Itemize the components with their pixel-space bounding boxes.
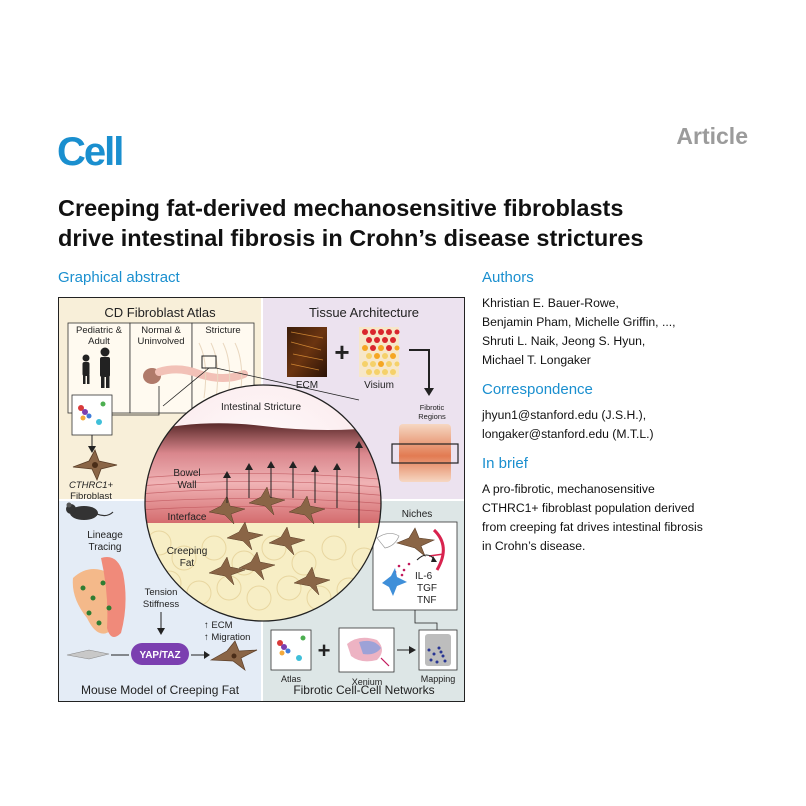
tnf-label: TNF bbox=[417, 595, 436, 606]
atlas-title: CD Fibroblast Atlas bbox=[104, 305, 216, 320]
correspondence-heading: Correspondence bbox=[482, 381, 593, 398]
in-brief-block: In brief A pro-fibrotic, mechanosensitiv… bbox=[482, 456, 762, 556]
mapping-image bbox=[425, 634, 451, 666]
atlas-small-box bbox=[270, 629, 312, 671]
author-line: Michael T. Longaker bbox=[482, 353, 591, 367]
circle-title: Intestinal Stricture bbox=[221, 402, 301, 413]
correspondence-block: Correspondence jhyun1@stanford.edu (J.S.… bbox=[482, 382, 762, 444]
in-brief-line: A pro-fibrotic, mechanosensitive bbox=[482, 482, 655, 496]
upward-arrows bbox=[226, 446, 360, 528]
tissue-title: Tissue Architecture bbox=[309, 305, 419, 320]
authors-heading: Authors bbox=[482, 269, 534, 286]
interface-label: Interface bbox=[168, 512, 207, 523]
atlas-umap-box bbox=[71, 394, 113, 436]
atlas-col1-line1: Pediatric & bbox=[76, 325, 123, 336]
side-column: Authors Khristian E. Bauer-Rowe, Benjami… bbox=[482, 270, 762, 568]
mapping-label: Mapping bbox=[421, 674, 456, 684]
lineage-label-line2: Tracing bbox=[89, 542, 122, 553]
tgf-label: TGF bbox=[417, 583, 437, 594]
creeping-fat-label-line2: Fat bbox=[180, 558, 195, 569]
bowel-wall-label-line1: Bowel bbox=[173, 468, 200, 479]
bowel-wall-label-line2: Wall bbox=[177, 480, 196, 491]
author-line: Khristian E. Bauer-Rowe, bbox=[482, 296, 619, 310]
journal-logo: Cell bbox=[57, 130, 124, 174]
atlas-col2-line1: Normal & bbox=[141, 325, 181, 336]
author-line: Shruti L. Naik, Jeong S. Hyun, bbox=[482, 334, 646, 348]
graphical-abstract-heading: Graphical abstract bbox=[58, 269, 180, 286]
ecm-label: ECM bbox=[296, 380, 318, 391]
visium-image bbox=[359, 327, 399, 377]
tension-label-line2: Stiffness bbox=[143, 599, 180, 610]
umap-scatter bbox=[78, 401, 106, 425]
graphical-abstract-svg: CD Fibroblast Atlas Pediatric & Adult No… bbox=[59, 298, 464, 701]
in-brief-line: CTHRC1+ fibroblast population derived bbox=[482, 501, 695, 515]
ecm-image bbox=[287, 327, 327, 377]
fibroblast-label: Fibroblast bbox=[70, 491, 112, 502]
networks-plus: + bbox=[318, 638, 331, 663]
tension-label-line1: Tension bbox=[145, 587, 178, 598]
atlas-small-scatter bbox=[277, 635, 306, 661]
email-link[interactable]: longaker@stanford.edu (M.T.L.) bbox=[482, 427, 654, 441]
visium-spots bbox=[362, 329, 400, 375]
paper-title: Creeping fat-derived mechanosensitive fi… bbox=[58, 193, 758, 253]
fibrotic-label-line1: Fibrotic bbox=[420, 403, 445, 412]
activated-fibroblast-icon bbox=[209, 640, 258, 671]
xenium-label: Xenium bbox=[352, 677, 383, 687]
visium-label: Visium bbox=[364, 380, 394, 391]
intestine-icon bbox=[143, 365, 248, 384]
atlas-col2-line2: Uninvolved bbox=[138, 336, 185, 347]
email-link[interactable]: jhyun1@stanford.edu (J.S.H.), bbox=[482, 408, 647, 422]
in-brief-heading: In brief bbox=[482, 455, 528, 472]
tissue-plus: + bbox=[334, 337, 349, 367]
in-brief-line: from creeping fat drives intestinal fibr… bbox=[482, 520, 703, 534]
atlas-small-label: Atlas bbox=[281, 674, 302, 684]
graphical-abstract-figure: CD Fibroblast Atlas Pediatric & Adult No… bbox=[58, 297, 465, 702]
cell-grey-icon bbox=[66, 649, 110, 660]
title-line: Creeping fat-derived mechanosensitive fi… bbox=[58, 195, 624, 221]
atlas-col1-line2: Adult bbox=[88, 336, 110, 347]
creeping-fat-label-line1: Creeping bbox=[167, 546, 208, 557]
article-type-label: Article bbox=[676, 123, 748, 149]
lineage-label-line1: Lineage bbox=[87, 530, 123, 541]
xenium-image bbox=[347, 637, 390, 667]
atlas-col3-label: Stricture bbox=[205, 325, 240, 336]
author-line: Benjamin Pham, Michelle Griffin, ..., bbox=[482, 315, 676, 329]
yap-taz-label: YAP/TAZ bbox=[139, 650, 180, 661]
mouse-title: Mouse Model of Creeping Fat bbox=[81, 683, 240, 697]
cthrc1-label: CTHRC1+ bbox=[69, 480, 114, 491]
lineage-tissue-image bbox=[72, 557, 126, 637]
fibrotic-label-line2: Regions bbox=[418, 412, 446, 421]
stricture-fibroblasts bbox=[208, 486, 331, 596]
people-icon bbox=[82, 347, 110, 388]
up-ecm-label: ↑ ECM bbox=[204, 620, 233, 631]
authors-block: Authors Khristian E. Bauer-Rowe, Benjami… bbox=[482, 270, 762, 370]
title-line: drive intestinal fibrosis in Crohn’s dis… bbox=[58, 225, 644, 251]
mouse-icon bbox=[66, 502, 114, 520]
il6-label: IL-6 bbox=[415, 571, 433, 582]
fibrotic-region-image bbox=[399, 424, 451, 482]
niches-label: Niches bbox=[402, 509, 433, 520]
yap-taz-pill bbox=[131, 643, 189, 665]
in-brief-line: in Crohn’s disease. bbox=[482, 539, 586, 553]
niche-cells bbox=[376, 527, 445, 596]
fibroblast-icon bbox=[72, 449, 118, 482]
networks-title: Fibrotic Cell-Cell Networks bbox=[293, 683, 434, 697]
up-migration-label: ↑ Migration bbox=[204, 632, 250, 643]
